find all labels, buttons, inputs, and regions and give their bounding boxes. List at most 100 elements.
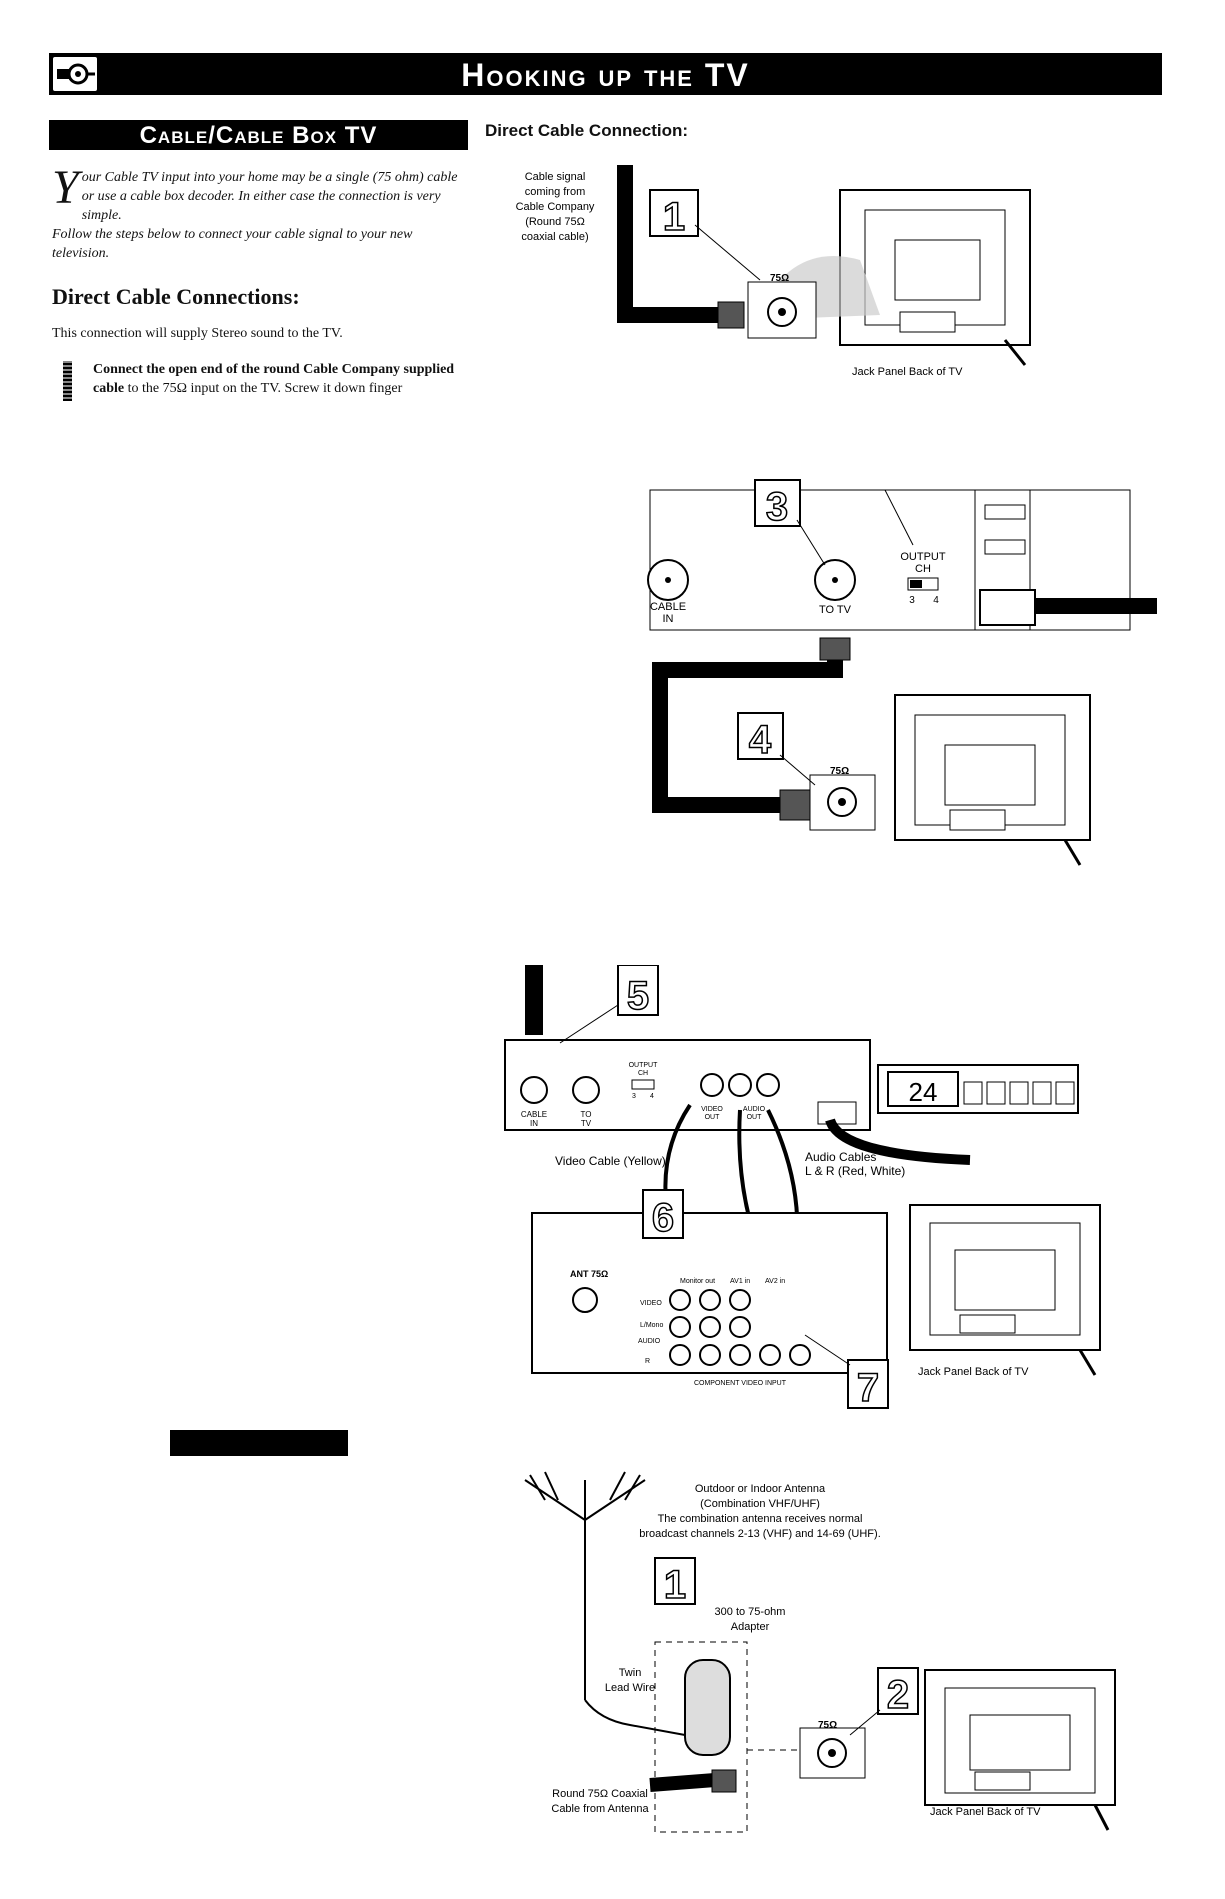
svg-text:4: 4 [933, 595, 939, 606]
svg-text:VIDEO: VIDEO [640, 1300, 662, 1307]
svg-text:OUTPUT: OUTPUT [629, 1062, 659, 1069]
digital-display: 24 [877, 1064, 1079, 1114]
svg-text:3: 3 [632, 1093, 636, 1100]
tv-back-4 [924, 1669, 1116, 1831]
panel-caption: Jack Panel Back of TV [852, 366, 963, 378]
svg-text:OUT: OUT [747, 1114, 763, 1121]
svg-text:IN: IN [530, 1119, 538, 1128]
svg-text:AV1 in: AV1 in [730, 1278, 750, 1285]
svg-text:CABLE: CABLE [521, 1110, 547, 1119]
step-4-badge: 4 [737, 712, 816, 786]
svg-text:Monitor out: Monitor out [680, 1278, 715, 1285]
svg-text:R: R [645, 1358, 650, 1365]
svg-text:coaxial cable): coaxial cable) [521, 231, 588, 243]
svg-text:L & R (Red, White): L & R (Red, White) [805, 1164, 905, 1178]
svg-text:5: 5 [627, 974, 649, 1018]
svg-text:4: 4 [749, 718, 772, 762]
svg-text:L/Mono: L/Mono [640, 1322, 663, 1329]
cable-signal-caption: Cable signal coming from Cable Company (… [516, 171, 595, 243]
step-1-rest: to the 75Ω input on the TV. Screw it dow… [124, 381, 403, 396]
figure-antenna-connection: Outdoor or Indoor Antenna (Combination V… [524, 1471, 1116, 1833]
svg-text:AUDIO: AUDIO [743, 1106, 766, 1113]
svg-text:Outdoor or Indoor Antenna: Outdoor or Indoor Antenna [695, 1483, 826, 1495]
svg-text:6: 6 [652, 1196, 674, 1240]
svg-text:CH: CH [638, 1070, 648, 1077]
header-bar: Hooking up the TV [49, 53, 1162, 95]
intro-follow: Follow the steps below to connect your c… [52, 227, 413, 261]
svg-text:Adapter: Adapter [731, 1621, 770, 1633]
tv-back-3 [909, 1204, 1101, 1376]
page-title: Hooking up the TV [461, 57, 750, 93]
svg-text:AV2 in: AV2 in [765, 1278, 785, 1285]
svg-text:(Combination VHF/UHF): (Combination VHF/UHF) [700, 1498, 820, 1510]
video-cable-label: Video Cable (Yellow) [555, 1154, 666, 1168]
svg-text:The combination antenna receiv: The combination antenna receives normal [658, 1513, 863, 1525]
step-1-badge: 1 [649, 189, 761, 281]
panel-caption-3: Jack Panel Back of TV [918, 1366, 1029, 1378]
cable-connector [717, 301, 745, 329]
svg-text:coming from: coming from [525, 186, 586, 198]
svg-text:TO: TO [581, 1110, 592, 1119]
svg-text:1: 1 [664, 1563, 686, 1607]
audio-cables-label: Audio Cables [805, 1150, 876, 1164]
figure-direct-cable: Cable signal coming from Cable Company (… [516, 165, 1031, 378]
twin-lead-caption: Twin [619, 1667, 642, 1679]
antenna-caption: Outdoor or Indoor Antenna (Combination V… [639, 1483, 881, 1540]
svg-text:AUDIO: AUDIO [638, 1338, 661, 1345]
svg-text:Cable Company: Cable Company [516, 201, 595, 213]
step-1-antenna-badge: 1 [654, 1557, 696, 1608]
svg-text:TV: TV [581, 1119, 592, 1128]
step-6-badge: 6 [642, 1189, 684, 1241]
drop-cap: Y [52, 161, 79, 214]
tv-jack-panel: ANT 75Ω Monitor out AV1 in AV2 in VIDEO … [531, 1212, 888, 1387]
to-tv-label: TO TV [819, 604, 852, 616]
black-label-bar [170, 1430, 348, 1456]
svg-text:2: 2 [887, 1673, 909, 1717]
svg-text:OUT: OUT [705, 1114, 721, 1121]
figure-av-connection: CABLE IN TO TV OUTPUT CH 3 4 VIDEO OUT A… [504, 965, 1101, 1411]
coax-cable [617, 165, 725, 323]
svg-text:IN: IN [663, 613, 674, 625]
step-5-badge: 5 [559, 965, 659, 1044]
connector-icon [53, 57, 97, 91]
section-title: Cable/Cable Box TV [49, 120, 468, 150]
svg-text:7: 7 [857, 1366, 879, 1410]
svg-text:COMPONENT VIDEO INPUT: COMPONENT VIDEO INPUT [694, 1380, 787, 1387]
svg-text:24: 24 [909, 1077, 938, 1107]
svg-text:Cable from Antenna: Cable from Antenna [551, 1803, 649, 1815]
svg-text:ANT 75Ω: ANT 75Ω [570, 1269, 608, 1279]
svg-text:75Ω: 75Ω [770, 273, 789, 284]
antenna-icon [524, 1471, 646, 1700]
step-1-instruction: Connect the open end of the round Cable … [93, 360, 473, 398]
panel-caption-4: Jack Panel Back of TV [930, 1806, 1041, 1818]
svg-text:4: 4 [650, 1093, 654, 1100]
cable-in-label: CABLE [650, 601, 686, 613]
svg-text:75Ω: 75Ω [818, 1720, 837, 1731]
direct-connections-description: This connection will supply Stereo sound… [52, 326, 343, 341]
direct-connections-heading: Direct Cable Connections: [52, 284, 300, 309]
output-label: OUTPUT [900, 551, 946, 563]
svg-text:broadcast channels 2-13 (VHF): broadcast channels 2-13 (VHF) and 14-69 … [639, 1528, 881, 1540]
intro-text: our Cable TV input into your home may be… [81, 170, 458, 223]
step-1-bold: Connect the open end of the round Cable … [93, 362, 455, 396]
svg-text:(Round 75Ω: (Round 75Ω [525, 216, 585, 228]
coax-caption: Round 75Ω Coaxial [552, 1788, 648, 1800]
step-marker [63, 361, 72, 401]
step-7-badge: 7 [804, 1334, 889, 1411]
figure-cable-box: CABLE IN TO TV OUTPUT CH 3 4 3 75Ω 4 [647, 479, 1157, 866]
svg-text:CH: CH [915, 563, 931, 575]
svg-text:1: 1 [663, 195, 685, 239]
tv-back [839, 189, 1031, 366]
tv-back-2 [894, 694, 1091, 866]
step-2-badge: 2 [849, 1667, 919, 1736]
svg-text:75Ω: 75Ω [830, 766, 849, 777]
svg-text:Cable signal: Cable signal [525, 171, 586, 183]
direct-cable-connection-heading: Direct Cable Connection: [485, 121, 689, 140]
svg-text:3: 3 [909, 595, 915, 606]
svg-text:VIDEO: VIDEO [701, 1106, 723, 1113]
adapter-caption: 300 to 75-ohm [715, 1606, 786, 1618]
svg-text:3: 3 [766, 485, 788, 529]
step-3-badge: 3 [754, 479, 826, 566]
svg-text:Lead Wire: Lead Wire [605, 1682, 655, 1694]
